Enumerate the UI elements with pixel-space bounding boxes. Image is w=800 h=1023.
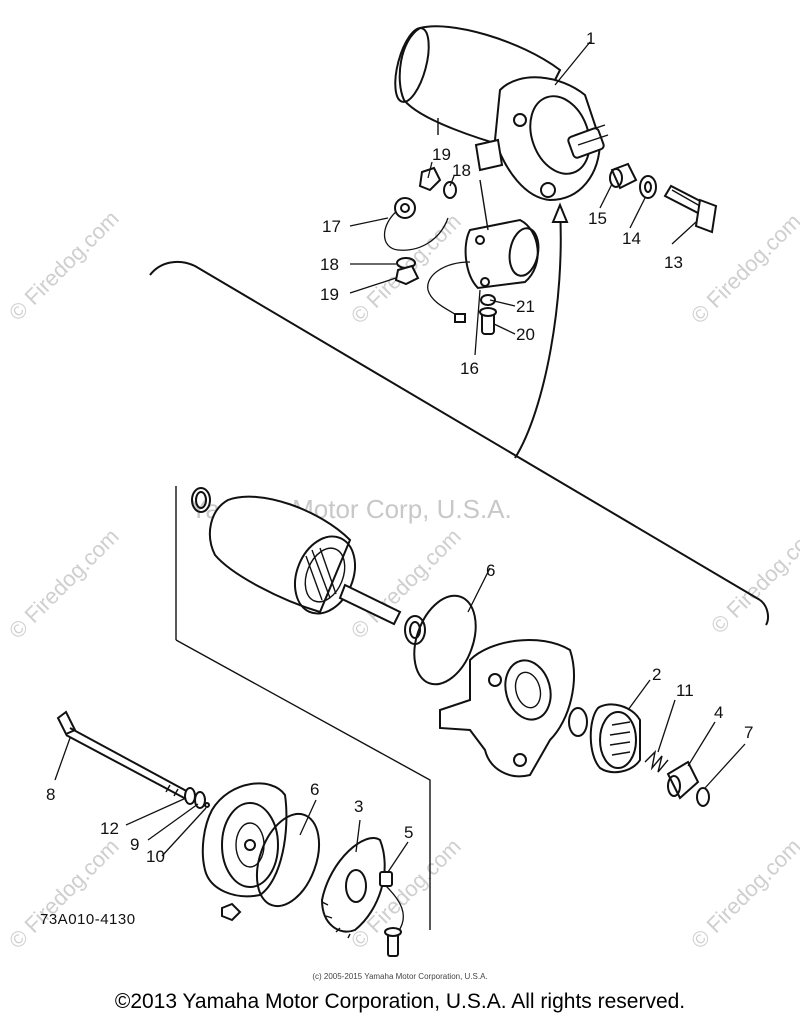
watermark-left-mid: © Firedog.com (4, 524, 124, 644)
callout-20: 20 (516, 325, 535, 344)
assembly-arc (149, 202, 769, 626)
callout-14: 14 (622, 229, 641, 248)
leader-lines (54, 41, 746, 873)
watermark-right-bottom: © Firedog.com (686, 834, 800, 954)
callout-21: 21 (516, 297, 535, 316)
starter-motor-assembly (394, 25, 609, 202)
watermark-left-bottom: © Firedog.com (4, 834, 124, 954)
callout-4: 4 (714, 703, 723, 722)
watermark-left-top: © Firedog.com (4, 206, 124, 326)
callout-6-upper: 6 (486, 561, 495, 580)
bushing-washer-bolt (609, 162, 718, 234)
callout-16: 16 (460, 359, 479, 378)
callout-2: 2 (652, 665, 661, 684)
callout-3: 3 (354, 797, 363, 816)
callout-19-lower: 19 (320, 285, 339, 304)
callout-10: 10 (146, 847, 165, 866)
callout-17: 17 (322, 217, 341, 236)
frame-lines (175, 486, 431, 930)
callout-5: 5 (404, 823, 413, 842)
callout-8: 8 (46, 785, 55, 804)
diagram-code: 73A010-4130 (40, 911, 136, 928)
callout-18-upper: 18 (452, 161, 471, 180)
callout-15: 15 (588, 209, 607, 228)
callout-13: 13 (664, 253, 683, 272)
rear-cover-assembly (56, 710, 404, 957)
small-copyright: (c) 2005-2015 Yamaha Motor Corporation, … (312, 972, 488, 981)
callout-labels: 1 2 3 4 5 6 6 7 8 9 10 11 12 13 14 15 16… (46, 29, 753, 866)
footer-copyright: ©2013 Yamaha Motor Corporation, U.S.A. A… (114, 990, 686, 1013)
callout-9: 9 (130, 835, 139, 854)
callout-18-lower: 18 (320, 255, 339, 274)
starter-relay-assembly (384, 166, 540, 335)
callout-1: 1 (586, 29, 595, 48)
armature-assembly (191, 487, 477, 686)
callout-11: 11 (676, 681, 694, 700)
callout-12: 12 (100, 819, 119, 838)
watermarks: © Firedog.com © Firedog.com © Firedog.co… (4, 206, 800, 954)
callout-7: 7 (744, 723, 753, 742)
front-housing-assembly (439, 639, 710, 807)
callout-19-upper: 19 (432, 145, 451, 164)
callout-6-lower: 6 (310, 780, 319, 799)
watermark-right-mid: © Firedog.com (706, 519, 800, 639)
